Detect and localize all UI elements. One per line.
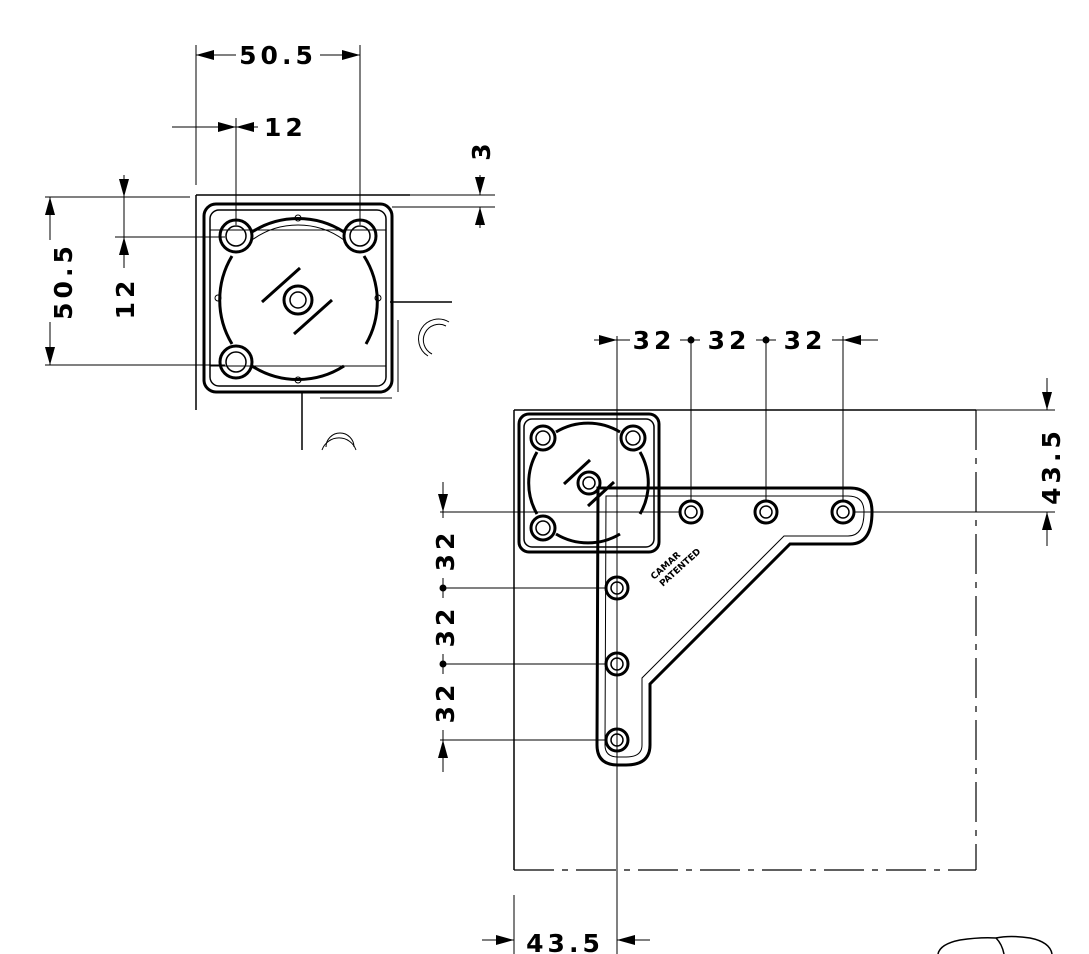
dimension-label: 50.5	[49, 242, 78, 320]
detail-view-assembly: CAMAR PATENTED 32 32 32	[431, 326, 1066, 954]
dimension-label: 32	[633, 326, 676, 355]
dimension-label: 43.5	[526, 929, 604, 954]
hole	[753, 499, 779, 525]
hole	[218, 344, 254, 380]
dimension-label: 50.5	[239, 41, 317, 70]
dimension-label: 32	[431, 529, 460, 572]
dimension-label: 32	[431, 681, 460, 724]
dimension-label: 32	[708, 326, 751, 355]
hole	[619, 424, 647, 452]
hole	[529, 424, 557, 452]
dimension-label: 3	[467, 139, 496, 160]
hole	[529, 514, 557, 542]
dimension-label: 43.5	[1037, 427, 1066, 505]
partial-outline-icon	[937, 935, 1053, 954]
dimension-label: 32	[431, 605, 460, 648]
hole	[678, 499, 704, 525]
dimension-label: 12	[111, 277, 140, 320]
dimension-label: 12	[264, 113, 307, 142]
hole	[830, 499, 856, 525]
dimension-label: 32	[784, 326, 827, 355]
detail-view-top: 50.5 12 3 50.5 12	[45, 41, 496, 451]
